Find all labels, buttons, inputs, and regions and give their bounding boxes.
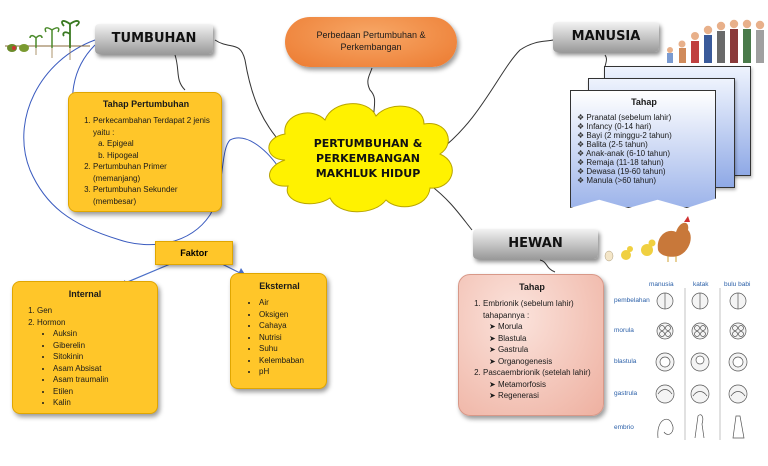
center-cloud-shape bbox=[268, 103, 453, 213]
hewan-sub-item: ➤ Metamorfosis bbox=[489, 379, 546, 389]
embryo-row-label: embrio bbox=[614, 424, 634, 431]
hormon-item: Asam traumalin bbox=[53, 374, 149, 386]
eksternal-item: Oksigen bbox=[259, 309, 320, 321]
plant-growth-illustration bbox=[5, 20, 90, 60]
perbedaan-node[interactable]: Perbedaan Pertumbuhan & Perkembangan bbox=[285, 17, 457, 67]
hewan-tahap-box: Tahap Embrionik (sebelum lahir) tahapann… bbox=[458, 274, 604, 416]
embryo-column-label: bulu babi bbox=[724, 281, 751, 288]
internal-box: Internal Gen Hormon Auksin Giberelin Sit… bbox=[12, 281, 158, 414]
center-title-line2: PERKEMBANGAN bbox=[316, 152, 420, 165]
eksternal-title: Eksternal bbox=[259, 281, 300, 291]
hormon-item: Asam Absisat bbox=[53, 363, 149, 375]
manusia-node[interactable]: MANUSIA bbox=[553, 22, 659, 52]
center-title: PERTUMBUHAN & PERKEMBANGAN MAKHLUK HIDUP bbox=[298, 136, 438, 181]
manusia-item: ❖ Manula (>60 tahun) bbox=[577, 176, 657, 185]
hormon-item: Auksin bbox=[53, 328, 149, 340]
manusia-item: ❖ Bayi (2 minggu-2 tahun) bbox=[577, 131, 672, 140]
manusia-item: ❖ Infancy (0-14 hari) bbox=[577, 122, 652, 131]
eksternal-item: Kelembaban bbox=[259, 355, 320, 367]
hewan-sub-item: ➤ Morula bbox=[489, 322, 523, 331]
eksternal-item: Air bbox=[259, 297, 320, 309]
faktor-node[interactable]: Faktor bbox=[155, 241, 233, 265]
chicken-life-stages-illustration bbox=[604, 216, 691, 262]
embryo-row-label: blastula bbox=[614, 358, 637, 365]
perbedaan-line1: Perbedaan Pertumbuhan & bbox=[316, 30, 426, 40]
eksternal-item: Nutrisi bbox=[259, 332, 320, 344]
manusia-tahap-title: Tahap bbox=[631, 97, 657, 107]
hewan-node[interactable]: HEWAN bbox=[473, 229, 598, 259]
eksternal-item: pH bbox=[259, 366, 320, 378]
embryo-row-label: pembelahan bbox=[614, 297, 650, 304]
embryo-column-label: manusia bbox=[649, 281, 674, 288]
hewan-item: Embrionik (sebelum lahir) tahapannya : ➤… bbox=[483, 298, 597, 367]
internal-item: Gen bbox=[37, 305, 149, 317]
manusia-item: ❖ Dewasa (19-60 tahun) bbox=[577, 167, 666, 176]
manusia-item: ❖ Remaja (11-18 tahun) bbox=[577, 158, 664, 167]
human-life-stages-illustration bbox=[667, 19, 765, 63]
tahap-sub-item: Epigeal bbox=[107, 138, 215, 150]
tahap-sub-item: Hipogeal bbox=[107, 150, 215, 162]
hewan-sub-item: ➤ Regenerasi bbox=[489, 391, 539, 400]
embryo-development-chart bbox=[655, 288, 748, 440]
embryo-row-label: gastrula bbox=[614, 390, 638, 397]
hewan-sub-item: ➤ Gastrula bbox=[489, 345, 529, 354]
internal-item: Hormon Auksin Giberelin Sitokinin Asam A… bbox=[37, 317, 149, 409]
manusia-item: ❖ Anak-anak (6-10 tahun) bbox=[577, 149, 671, 158]
tahap-item: Pertumbuhan Primer (memanjang) bbox=[93, 161, 215, 184]
manusia-item: ❖ Balita (2-5 tahun) bbox=[577, 140, 648, 149]
eksternal-item: Cahaya bbox=[259, 320, 320, 332]
manusia-tahap-card: Tahap ❖ Pranatal (sebelum lahir) ❖ Infan… bbox=[570, 90, 716, 208]
manusia-item: ❖ Pranatal (sebelum lahir) bbox=[577, 113, 672, 122]
center-title-line1: PERTUMBUHAN & bbox=[313, 137, 423, 150]
hewan-item: Pascaembrionik (setelah lahir) ➤ Metamor… bbox=[483, 367, 597, 402]
eksternal-item: Suhu bbox=[259, 343, 320, 355]
hormon-item: Giberelin bbox=[53, 340, 149, 352]
hewan-sub-item: ➤ Blastula bbox=[489, 333, 527, 343]
tahap-pertumbuhan-box: Tahap Pertumbuhan Perkecambahan Terdapat… bbox=[68, 92, 222, 212]
tahap-item: Perkecambahan Terdapat 2 jenis yaitu : E… bbox=[93, 115, 215, 161]
perbedaan-line2: Perkembangan bbox=[340, 42, 402, 52]
hormon-item: Kalin bbox=[53, 397, 149, 409]
center-title-line3: MAKHLUK HIDUP bbox=[315, 167, 421, 180]
embryo-row-label: morula bbox=[614, 327, 634, 334]
tumbuhan-node[interactable]: TUMBUHAN bbox=[95, 24, 213, 54]
internal-title: Internal bbox=[68, 289, 102, 299]
hormon-item: Etilen bbox=[53, 386, 149, 398]
hewan-tahap-title: Tahap bbox=[519, 282, 545, 292]
eksternal-box: Eksternal Air Oksigen Cahaya Nutrisi Suh… bbox=[230, 273, 327, 389]
hewan-sub-item: ➤ Organogenesis bbox=[489, 356, 553, 366]
tahap-item: Pertumbuhan Sekunder (membesar) bbox=[93, 184, 215, 207]
embryo-column-label: katak bbox=[693, 281, 709, 288]
tahap-pertumbuhan-title: Tahap Pertumbuhan bbox=[102, 99, 190, 109]
hormon-item: Sitokinin bbox=[53, 351, 149, 363]
